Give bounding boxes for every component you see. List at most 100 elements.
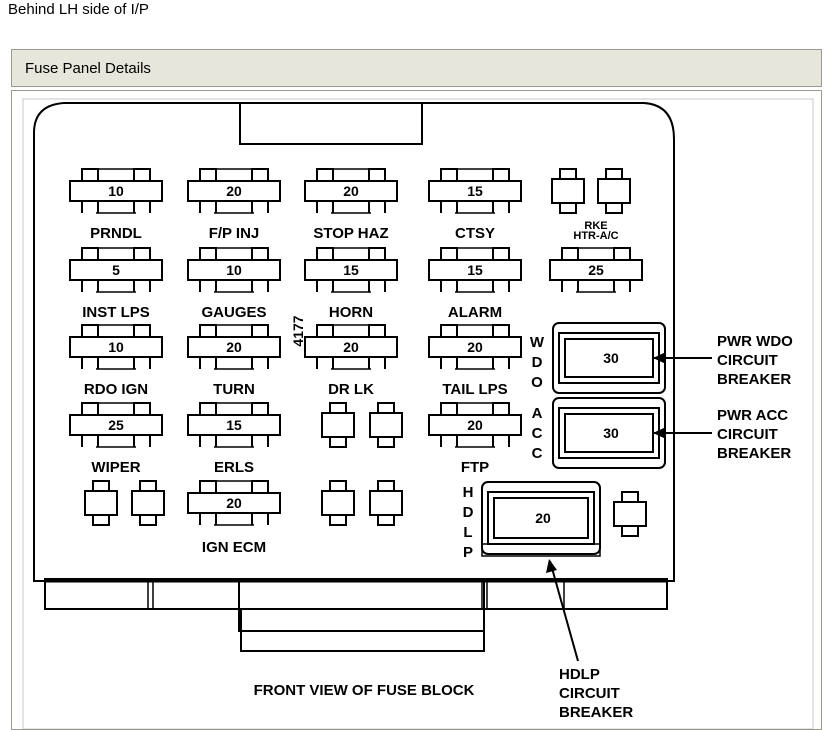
callout-text: PWR WDO [717,333,793,350]
fuse-prong [492,168,510,181]
empty-fuse-slot [613,491,647,537]
slot-body [321,490,355,516]
slot-body [131,490,165,516]
breaker-housing [481,481,601,555]
breaker-side-letter: L [463,524,472,541]
empty-fuse-slot [321,402,355,448]
fuse-prong [81,279,99,292]
fuse-prong [561,247,579,260]
slot-body [321,412,355,438]
breaker-side-letter: C [532,425,543,442]
slot-prong-top [621,491,639,503]
fuse-ign-ecm: 20 [187,480,281,526]
slot-prong-top [329,402,347,414]
fuse-body [187,492,281,514]
fuse-prndl: 10 [69,168,163,214]
fuse-prong [368,247,386,260]
fuse-label: CTSY [455,225,495,242]
fuse-prong [440,356,458,369]
fuse-prong [133,324,151,337]
slot-prong-bottom [92,514,110,526]
breaker-side-letter: C [532,445,543,462]
slot-prong-top [559,168,577,180]
fuse-prong [492,279,510,292]
fuse-prong [316,200,334,213]
fuse-prong [199,200,217,213]
fuse-prong [492,434,510,447]
fuse-prong [368,168,386,181]
fuse-body [187,414,281,436]
breaker-value: 20 [535,510,551,526]
fuse-prong [199,324,217,337]
fuse-alarm: 15 [428,247,522,293]
slot-prong-bottom [329,436,347,448]
fuse-prong [81,200,99,213]
fuse-body [549,259,643,281]
fuse-inst-lps: 5 [69,247,163,293]
fuse-prong [199,402,217,415]
fuse-prong [133,356,151,369]
slot-body [551,178,585,204]
fuse-prong [316,247,334,260]
slot-body [613,501,647,527]
slot-body [369,412,403,438]
fuse-prong [440,402,458,415]
fuse-label: HTR-A/C [573,230,618,242]
fuse-prong [440,279,458,292]
fuse-label: GAUGES [201,304,266,321]
fuse-prong [81,324,99,337]
fuse-value: 15 [467,183,483,199]
fuse-prong [199,480,217,493]
empty-fuse-slot [369,480,403,526]
breaker-face [493,497,589,539]
fuse-body [187,259,281,281]
slot-body [84,490,118,516]
fuse-rke-htr-a-c: 25 [549,247,643,293]
callout-text: CIRCUIT [559,685,620,702]
diagram-title: FRONT VIEW OF FUSE BLOCK [254,682,475,699]
fuse-stop-haz: 20 [304,168,398,214]
fuse-value: 20 [226,495,242,511]
fuse-prong [316,168,334,181]
fuse-prong [199,247,217,260]
fuse-prong [316,324,334,337]
fuse-prong [199,434,217,447]
fuse-value: 20 [226,183,242,199]
fuse-prong [251,324,269,337]
fuse-body [187,180,281,202]
fuse-body [304,259,398,281]
fuse-ctsy: 15 [428,168,522,214]
fuse-prong [133,279,151,292]
fuse-prong [81,402,99,415]
empty-fuse-slot [84,480,118,526]
callout-text: BREAKER [717,445,791,462]
breaker-side-letter: W [530,334,545,351]
fuse-value: 25 [588,262,604,278]
fuse-prong [133,247,151,260]
fuse-prong [440,168,458,181]
fuse-prong [251,480,269,493]
fuse-value: 15 [226,417,242,433]
fuse-label: FTP [461,459,489,476]
fuse-prong [492,324,510,337]
fuse-prong [133,434,151,447]
fuse-prong [316,279,334,292]
fuse-value: 10 [108,339,124,355]
fuse-body [187,336,281,358]
fuse-body [69,414,163,436]
page-caption: Behind LH side of I/P [8,1,149,18]
fuse-tail-lps: 20 [428,324,522,370]
fuse-label: IGN ECM [202,539,266,556]
fuse-prong [199,356,217,369]
fuse-prong [81,356,99,369]
callout-line-hdlp [549,560,579,662]
breaker-side-letter: D [532,354,543,371]
empty-fuse-slot [597,168,631,214]
empty-fuse-slot [131,480,165,526]
fuse-label: ALARM [448,304,502,321]
fuse-body [428,259,522,281]
fuse-body [428,336,522,358]
fuse-f-p-inj: 20 [187,168,281,214]
breaker-side-letter: O [531,374,543,391]
